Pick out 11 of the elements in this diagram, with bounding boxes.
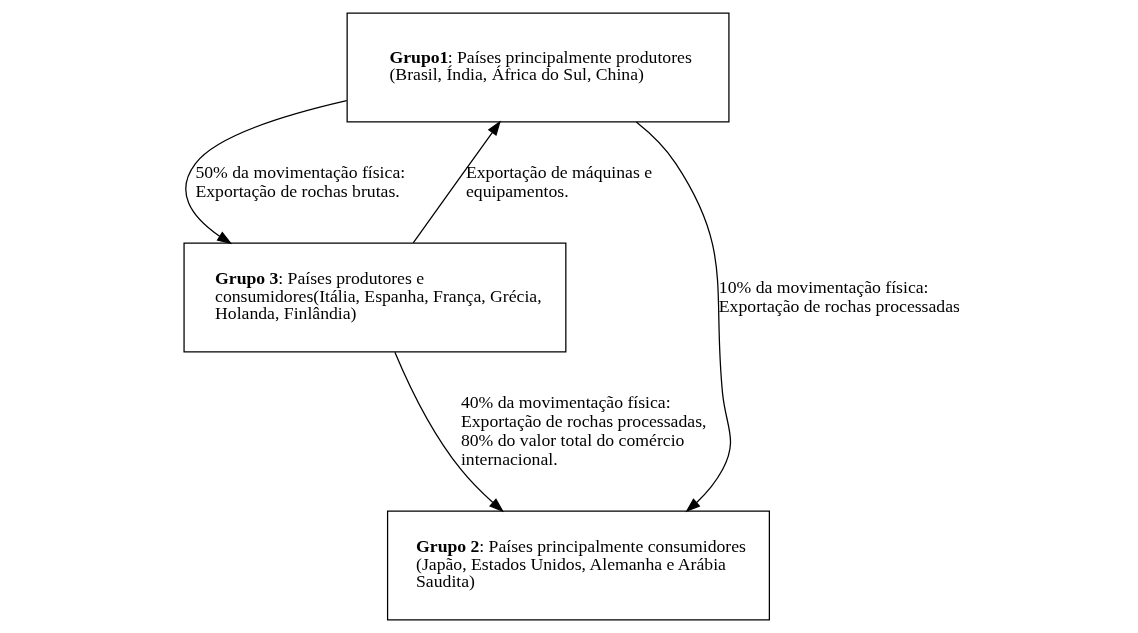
edge-label: Exportação de máquinas e equipamentos.	[465, 161, 653, 201]
arrow	[185, 100, 348, 245]
arrow	[394, 351, 504, 513]
node-box: Grupo 3: Países produtores e consumidores(Itália, Espanha, França, Grécia, Holanda, Finlândia)	[183, 242, 567, 353]
arrow	[412, 120, 501, 244]
edge-label: 40% da movimentação física: Exportação de rochas processadas, 80% do valor total do comércio internacional.	[460, 391, 707, 469]
edge-label: 50% da movimentação física: Exportação de rochas brutas.	[195, 161, 406, 201]
node-box: Grupo1: Países principalmente produtores (Brasil, Índia, África do Sul, China)	[346, 12, 730, 123]
edge-label: 10% da movimentação física: Exportação de rochas processadas	[718, 276, 960, 316]
arrow	[635, 121, 732, 513]
node-box: Grupo 2: Países principalmente consumidores (Japão, Estados Unidos, Alemanha e Arábia Saudita)	[386, 510, 770, 621]
